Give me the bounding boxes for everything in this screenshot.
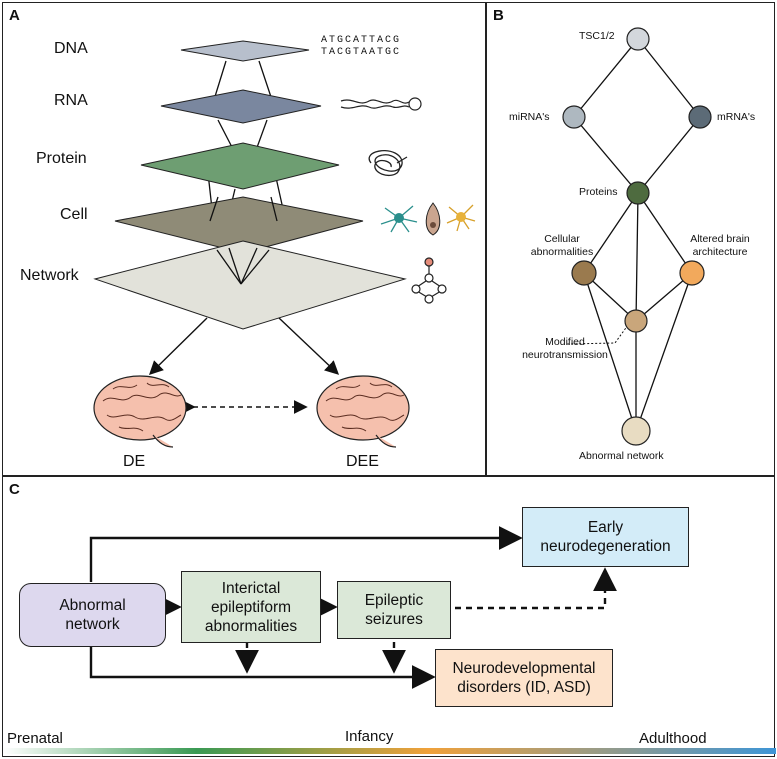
outcome-dee-label: DEE xyxy=(346,453,379,470)
protein-fold-icon xyxy=(368,149,408,177)
node-label-mirna: miRNA's xyxy=(509,111,550,123)
node-network xyxy=(621,416,651,446)
node-label-tsc: TSC1/2 xyxy=(579,30,615,42)
arrow-to-neurodevelopmental xyxy=(89,647,436,689)
dashed-seizures-to-neurodegeneration xyxy=(455,567,617,610)
arrow-to-de xyxy=(149,317,208,375)
panel-b-label: B xyxy=(493,7,504,24)
node-cellular xyxy=(571,260,597,286)
node-label-proteins: Proteins xyxy=(579,186,618,198)
brain-dee-icon xyxy=(316,375,410,448)
layer-stack-diagram xyxy=(93,40,476,448)
rna-layer xyxy=(160,89,322,124)
node-label-network: Abnormal network xyxy=(579,450,664,462)
node-proteins xyxy=(626,181,650,205)
arrow-to-neurodegeneration xyxy=(89,526,523,582)
dna-sequence-bottom: TACGTAATGC xyxy=(321,47,402,58)
arrow-to-dee xyxy=(278,317,340,375)
level-label-cell: Cell xyxy=(60,206,88,223)
brain-de-icon xyxy=(93,375,187,448)
node-mrna xyxy=(688,105,712,129)
node-altered xyxy=(679,260,705,286)
level-label-rna: RNA xyxy=(54,92,88,109)
panel-b: B TSC1/2 miRNA's mRNA's Proteins Cellu xyxy=(486,2,775,476)
dna-sequence-top: ATGCATTACG xyxy=(321,35,402,46)
timeline-infancy: Infancy xyxy=(345,728,394,745)
panel-c-label: C xyxy=(9,481,20,498)
pathway-edges xyxy=(573,38,701,432)
outcome-de-label: DE xyxy=(123,453,146,470)
neuron-cells-icon xyxy=(380,202,476,236)
progression-flow xyxy=(3,526,776,754)
panel-a: A xyxy=(2,2,486,476)
network-layer xyxy=(93,240,407,330)
timeline-adulthood: Adulthood xyxy=(639,730,707,747)
node-tsc xyxy=(626,27,650,51)
level-label-network: Network xyxy=(20,267,79,284)
level-label-protein: Protein xyxy=(36,150,87,167)
rna-hairpin-icon xyxy=(340,97,422,111)
panel-a-label: A xyxy=(9,7,20,24)
timeline-prenatal: Prenatal xyxy=(7,730,63,747)
node-modified xyxy=(624,309,648,333)
network-graph-icon xyxy=(411,257,447,304)
level-label-dna: DNA xyxy=(54,40,88,57)
node-label-mrna: mRNA's xyxy=(717,111,756,123)
protein-layer xyxy=(140,142,340,190)
timeline-gradient-bar xyxy=(3,748,776,754)
dna-layer xyxy=(180,40,310,62)
pathway-graph xyxy=(562,27,712,446)
node-mirna xyxy=(562,105,586,129)
